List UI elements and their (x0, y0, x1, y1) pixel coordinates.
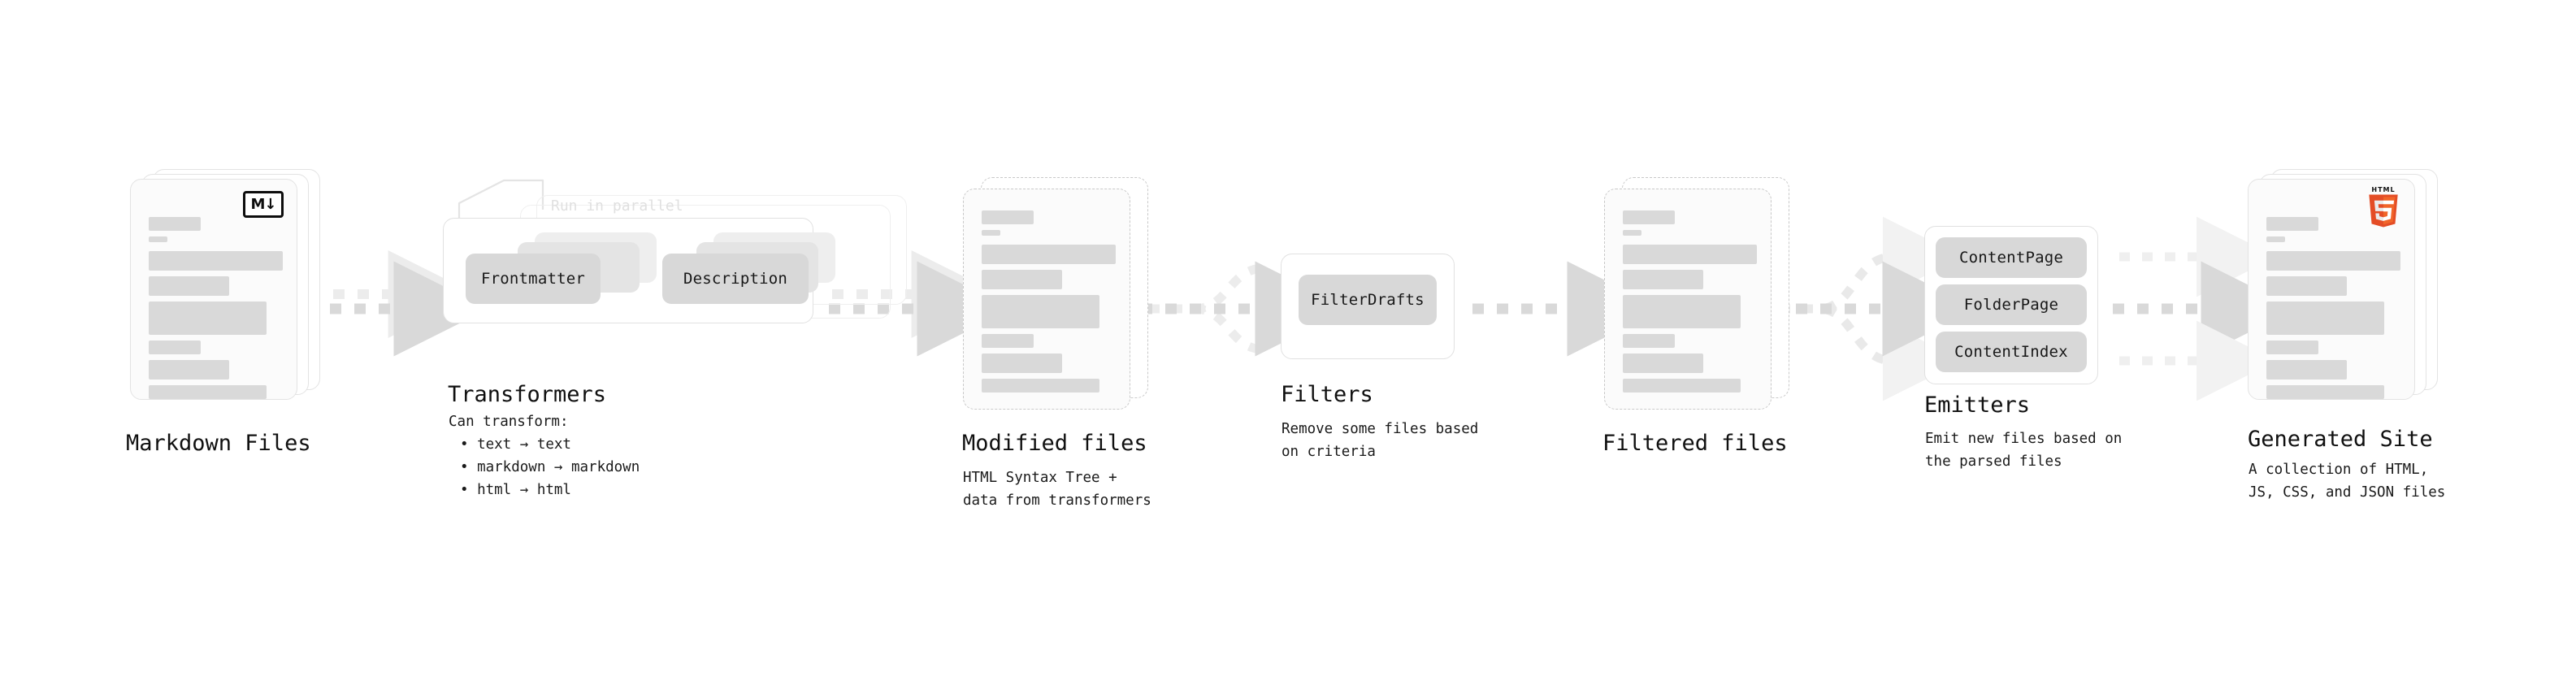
transformer-chip-frontmatter[interactable]: Frontmatter (466, 254, 601, 304)
run-in-parallel-label: Run in parallel (551, 197, 683, 215)
content-bar (1623, 230, 1641, 236)
file-card-front (963, 189, 1130, 410)
content-bar (982, 354, 1062, 373)
content-bar (2266, 360, 2347, 380)
stage-title-generated-site: Generated Site (2248, 427, 2433, 452)
content-bar (149, 360, 229, 380)
emitter-chip-folderpage[interactable]: FolderPage (1936, 284, 2087, 325)
file-content-placeholder (1623, 210, 1757, 398)
content-bar (149, 217, 201, 231)
transformers-bullet-2: • markdown → markdown (460, 459, 640, 475)
content-bar (2266, 217, 2318, 231)
file-content-placeholder (982, 210, 1116, 398)
connector-md-to-transformers (306, 250, 489, 357)
connector-emitters-to-site (2113, 216, 2296, 401)
emitters-subtitle: Emit new files based on the parsed files (1925, 431, 2123, 470)
markdown-badge-icon: M↓ (243, 191, 284, 218)
content-bar (2266, 276, 2347, 296)
stage-title-filters: Filters (1281, 382, 1373, 407)
transformer-chip-description[interactable]: Description (662, 254, 809, 304)
file-content-placeholder (149, 217, 283, 405)
modified-files-subtitle: HTML Syntax Tree + data from transformer… (963, 470, 1151, 509)
content-bar (149, 251, 283, 271)
content-bar (1623, 295, 1741, 328)
content-bar (2266, 385, 2384, 399)
content-bar (149, 385, 267, 399)
connector-modified-to-filters (1141, 261, 1351, 357)
content-bar (149, 340, 201, 354)
stage-title-markdown-files: Markdown Files (126, 431, 311, 456)
content-bar (2266, 340, 2318, 354)
filter-chip-filterdrafts[interactable]: FilterDrafts (1299, 275, 1437, 325)
content-bar (149, 276, 229, 296)
stage-title-filtered-files: Filtered files (1602, 431, 1788, 456)
content-bar (982, 270, 1062, 289)
transformers-bullet-1: • text → text (460, 436, 571, 453)
stage-title-emitters: Emitters (1924, 393, 2031, 418)
html5-shield-glyph (2369, 194, 2398, 228)
connector-filtered-to-emitters (1772, 216, 1978, 401)
file-content-placeholder (2266, 217, 2400, 405)
content-bar (149, 301, 267, 335)
content-bar (149, 236, 167, 242)
content-bar (982, 334, 1034, 348)
content-bar (1623, 210, 1675, 224)
transformers-bullet-3: • html → html (460, 482, 571, 498)
file-card-front: M↓ (130, 179, 297, 400)
file-card-front: HTML (2248, 179, 2415, 400)
content-bar (1623, 379, 1741, 393)
content-bar (982, 379, 1099, 393)
content-bar (982, 295, 1099, 328)
generated-site-subtitle: A collection of HTML, JS, CSS, and JSON … (2249, 462, 2446, 501)
stage-title-transformers: Transformers (448, 382, 607, 407)
emitter-chip-contentindex[interactable]: ContentIndex (1936, 332, 2087, 372)
content-bar (982, 210, 1034, 224)
emitter-chip-contentpage[interactable]: ContentPage (1936, 237, 2087, 278)
filters-subtitle: Remove some files based on criteria (1281, 421, 1479, 460)
content-bar (982, 230, 1000, 236)
content-bar (2266, 251, 2400, 271)
html5-badge-icon: HTML (2366, 186, 2401, 228)
file-card-front (1604, 189, 1772, 410)
transformers-subtitle: Can transform: (449, 414, 569, 430)
content-bar (1623, 334, 1675, 348)
content-bar (2266, 236, 2285, 242)
content-bar (1623, 245, 1757, 264)
content-bar (1623, 270, 1703, 289)
stage-title-modified-files: Modified files (962, 431, 1147, 456)
content-bar (1623, 354, 1703, 373)
content-bar (982, 245, 1116, 264)
content-bar (2266, 301, 2384, 335)
